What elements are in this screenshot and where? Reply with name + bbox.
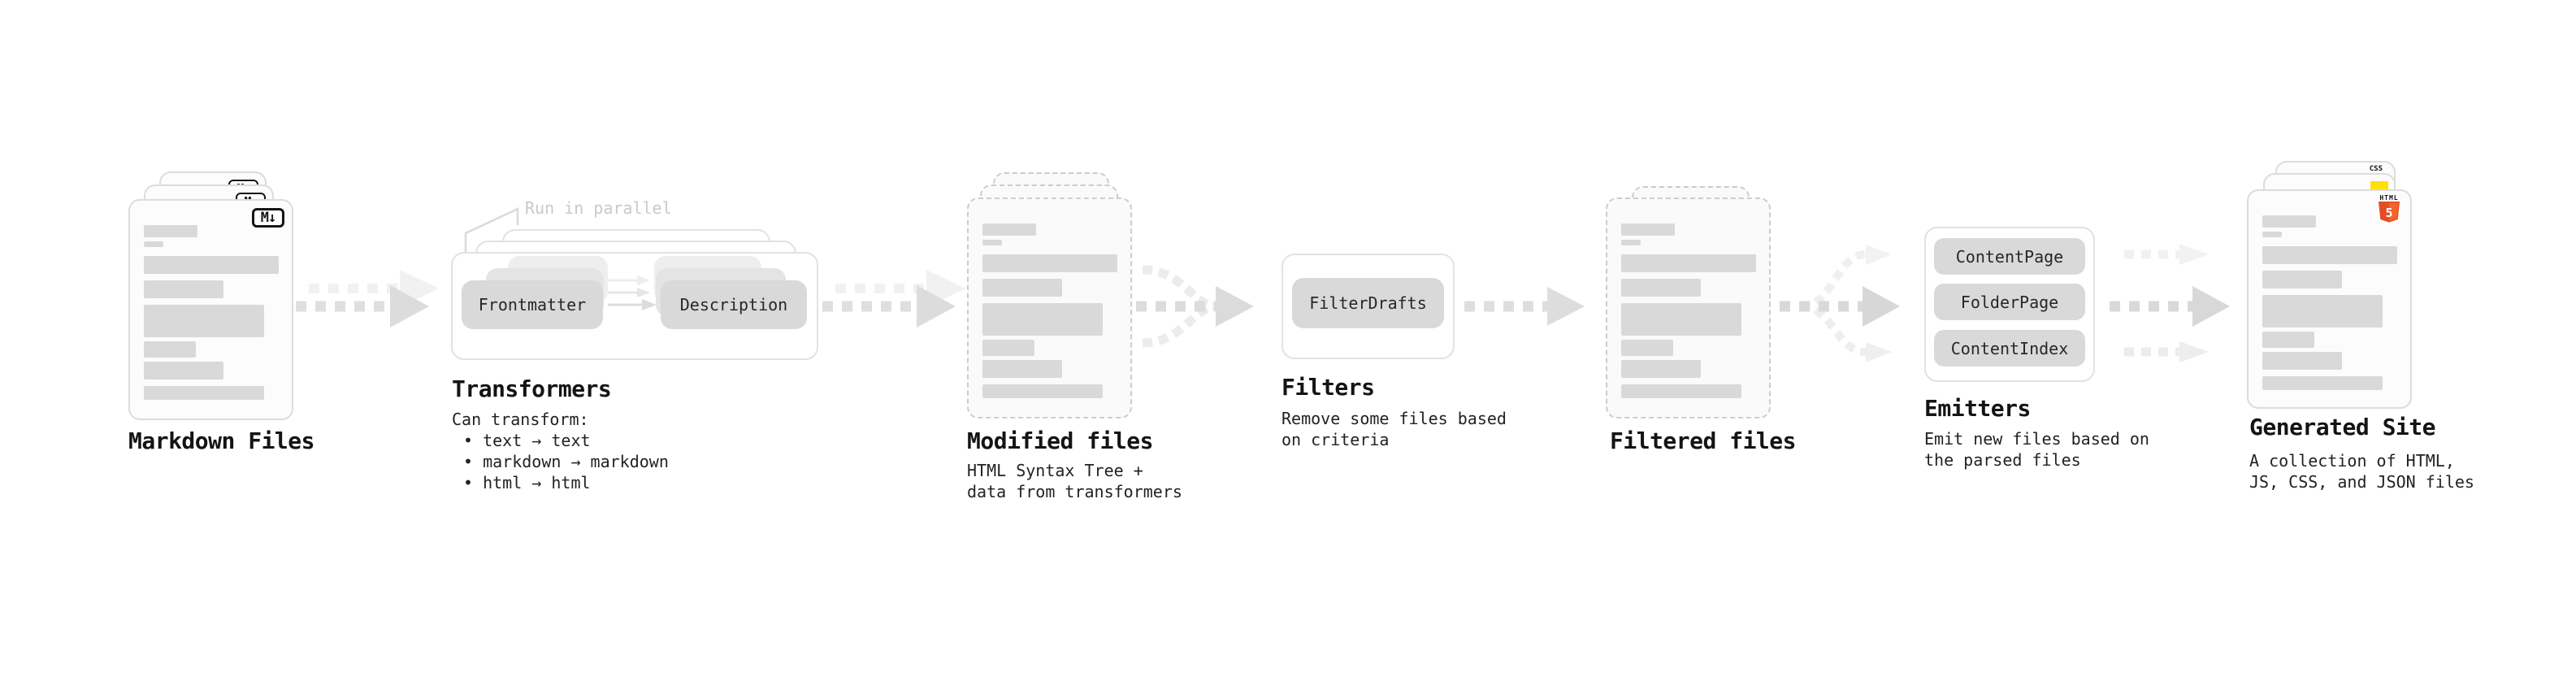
html5-shield: 5: [2379, 202, 2400, 223]
skeleton-text-bar: [1621, 384, 1741, 398]
subtitle-line: HTML Syntax Tree +: [967, 461, 1143, 480]
run-in-parallel-annotation: Run in parallel: [525, 198, 672, 218]
flow-arrow-filtered-to-emitters: [1780, 245, 1900, 362]
skeleton-text-bar: [144, 225, 197, 237]
skeleton-text-bar: [2262, 232, 2282, 237]
skeleton-text-bar: [144, 305, 264, 337]
skeleton-text-bar: [982, 240, 1002, 245]
skeleton-text-bar: [982, 223, 1036, 236]
emitters-title: Emitters: [1924, 395, 2031, 422]
skeleton-text-bar: [2262, 271, 2342, 288]
skeleton-text-bar: [144, 256, 279, 274]
skeleton-text-bar: [1621, 360, 1701, 378]
subtitle-line: Remove some files based: [1281, 409, 1507, 428]
skeleton-text-bar: [982, 254, 1117, 272]
contentpage-pill: ContentPage: [1934, 238, 2085, 275]
transformers-title: Transformers: [452, 375, 612, 402]
skeleton-text-bar: [982, 303, 1103, 336]
subtitle-line: the parsed files: [1924, 450, 2081, 470]
modified-files-subtitle: HTML Syntax Tree + data from transformer…: [967, 460, 1182, 502]
frontmatter-pill: Frontmatter: [462, 280, 603, 329]
skeleton-text-bar: [144, 280, 223, 298]
generated-file-card-html: HTML 5: [2247, 189, 2412, 409]
flow-arrow-modified-to-filters: [1136, 265, 1254, 348]
skeleton-text-bar: [1621, 340, 1673, 356]
filtered-file-card: [1606, 197, 1771, 419]
transformer-inner-arrows: [608, 275, 657, 310]
run-in-parallel-leader-line: [464, 207, 519, 252]
skeleton-text-bar: [1621, 254, 1756, 272]
skeleton-text-bar: [982, 360, 1062, 378]
skeleton-text-bar: [144, 241, 163, 247]
skeleton-text-bar: [1621, 240, 1641, 245]
transformers-bullet: • text → text: [463, 431, 591, 450]
skeleton-text-bar: [2262, 215, 2316, 228]
skeleton-text-bar: [2262, 352, 2342, 370]
html5-icon: HTML 5: [2377, 194, 2401, 223]
skeleton-text-bar: [144, 362, 223, 380]
subtitle-line: on criteria: [1281, 430, 1390, 449]
generated-site-subtitle: A collection of HTML, JS, CSS, and JSON …: [2249, 450, 2474, 492]
filters-title: Filters: [1281, 374, 1375, 401]
filters-subtitle: Remove some files based on criteria: [1281, 408, 1507, 450]
generated-site-title: Generated Site: [2249, 414, 2436, 440]
markdown-file-card: M↓: [128, 199, 293, 420]
emitters-subtitle: Emit new files based on the parsed files: [1924, 428, 2149, 471]
folderpage-pill: FolderPage: [1934, 284, 2085, 320]
skeleton-text-bar: [2262, 332, 2314, 348]
transformers-note-heading: Can transform:: [452, 410, 589, 429]
modified-files-title: Modified files: [967, 427, 1154, 454]
subtitle-line: data from transformers: [967, 482, 1182, 501]
filterdrafts-pill: FilterDrafts: [1292, 278, 1444, 328]
html5-wordmark: HTML: [2379, 194, 2399, 202]
skeleton-text-bar: [144, 386, 264, 400]
skeleton-text-bar: [1621, 303, 1741, 336]
skeleton-text-bar: [982, 384, 1103, 398]
contentindex-pill: ContentIndex: [1934, 330, 2085, 367]
flow-arrow-transformers-to-modified: [822, 270, 965, 327]
skeleton-text-bar: [1621, 223, 1675, 236]
subtitle-line: JS, CSS, and JSON files: [2249, 472, 2474, 492]
skeleton-text-bar: [982, 340, 1034, 356]
filtered-files-title: Filtered files: [1610, 427, 1797, 454]
modified-file-card: [967, 197, 1132, 419]
js-file-icon: [2370, 181, 2388, 192]
markdown-icon: M↓: [252, 208, 284, 228]
markdown-files-title: Markdown Files: [128, 427, 315, 454]
css-badge-label: CSS: [2369, 165, 2383, 173]
subtitle-line: Emit new files based on: [1924, 429, 2149, 449]
html5-number: 5: [2385, 206, 2392, 220]
subtitle-line: A collection of HTML,: [2249, 451, 2455, 471]
flow-arrows-emitters-to-generated: [2110, 244, 2230, 362]
skeleton-text-bar: [1621, 279, 1701, 297]
skeleton-text-bar: [2262, 246, 2397, 264]
description-pill: Description: [661, 280, 807, 329]
skeleton-text-bar: [2262, 295, 2383, 327]
skeleton-text-bar: [144, 341, 196, 358]
transformers-bullet: • markdown → markdown: [463, 452, 669, 471]
flow-arrow-filters-to-filtered: [1464, 287, 1585, 326]
skeleton-text-bar: [2262, 376, 2383, 390]
transformers-bullet: • html → html: [463, 473, 591, 492]
skeleton-text-bar: [982, 279, 1062, 297]
flow-arrow-markdown-to-transformers: [296, 270, 439, 327]
